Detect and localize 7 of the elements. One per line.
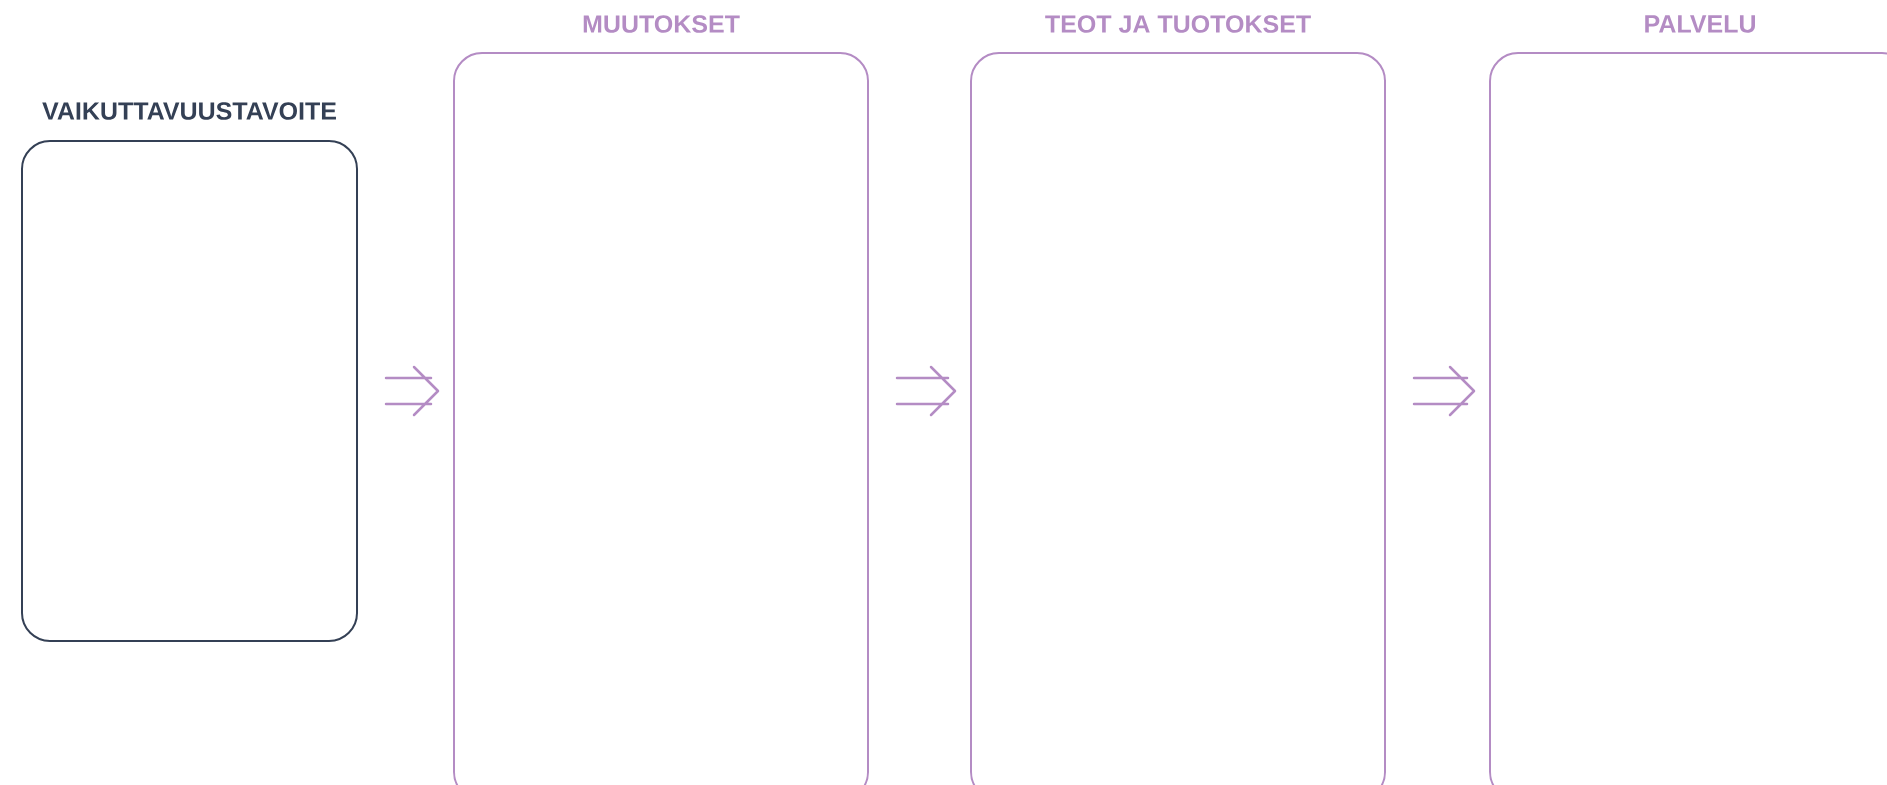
double-arrow (384, 365, 440, 417)
double-arrow (895, 365, 957, 417)
panel-title: PALVELU (1645, 15, 1755, 33)
panel-title: TEOT JA TUOTOKSET (1045, 15, 1311, 33)
panel-title: VAIKUTTAVUUSTAVOITE (42, 102, 336, 120)
panel-title: MUUTOKSET (583, 15, 740, 33)
double-arrow (1412, 365, 1476, 417)
